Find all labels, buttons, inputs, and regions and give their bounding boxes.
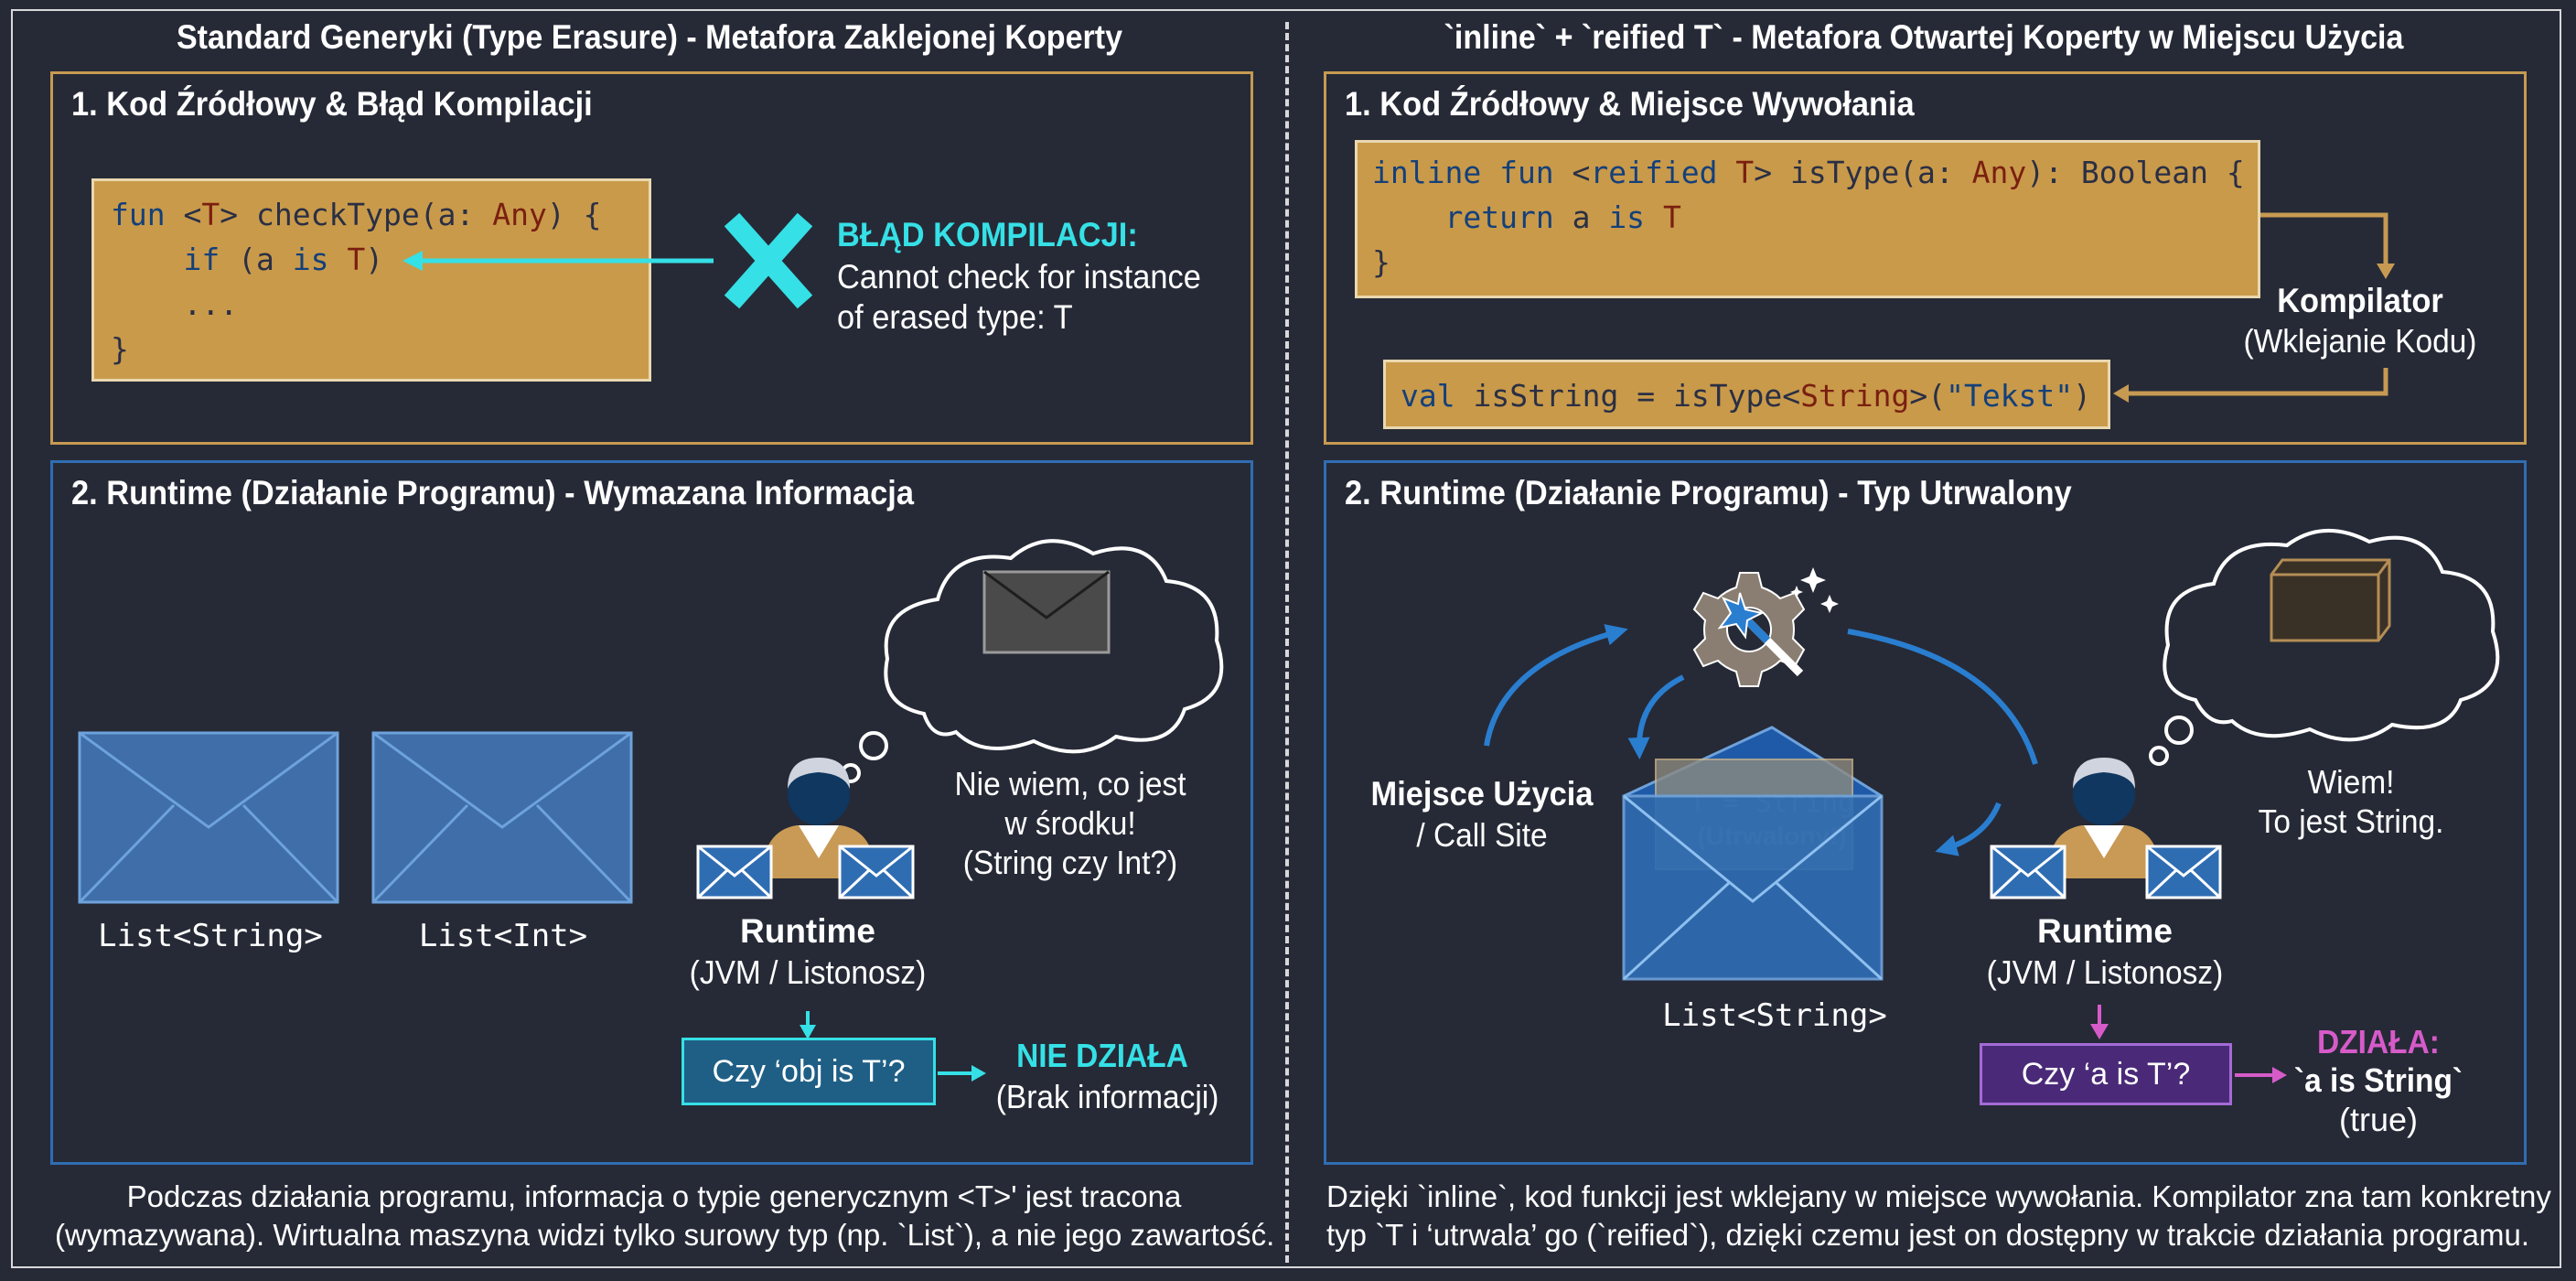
- right-check-box: Czy ‘a is T’?: [1980, 1043, 2232, 1105]
- envelope2-label: List<Int>: [418, 918, 588, 954]
- right-thought-line2: To jest String.: [2258, 802, 2444, 840]
- callsite-title: Miejsce Użycia: [1370, 775, 1594, 813]
- left-code-line-3: ...: [111, 286, 239, 322]
- error-line2: of erased type: T: [837, 298, 1073, 336]
- left-cloud-label1: List<Any>: [1001, 662, 1140, 692]
- right-envelope-caption: List<String>: [1662, 997, 1887, 1034]
- left-thought-line3: (String czy Int?): [962, 844, 1178, 881]
- right-section2-title: 2. Runtime (Działanie Programu) - Typ Ut…: [1345, 474, 2072, 511]
- right-code-line-1: inline fun <reified T> isType(a: Any): B…: [1372, 155, 2245, 190]
- right-caption: Dzięki `inline`, kod funkcji jest wkleja…: [1326, 1178, 2551, 1254]
- compiler-sub: (Wklejanie Kodu): [2243, 322, 2477, 360]
- left-caption-line1: Podczas działania programu, informacja o…: [126, 1179, 1182, 1213]
- right-code-line-3: }: [1372, 244, 1390, 280]
- left-code-line-1: fun <T> checkType(a: Any) {: [111, 197, 602, 232]
- compiler-title: Kompilator: [2277, 282, 2443, 319]
- envelope-label1: T = String: [1689, 787, 1855, 819]
- left-check-box: Czy ‘obj is T’?: [682, 1038, 936, 1105]
- right-cloud-label2: (Utrwalony!): [2256, 684, 2406, 713]
- error-line1: Cannot check for instance: [837, 258, 1201, 296]
- left-check-label: Czy ‘obj is T’?: [712, 1053, 906, 1089]
- right-result-line: `a is String`: [2293, 1061, 2463, 1099]
- right-caption-line2: typ `T i ‘utrwala’ go (`reified`), dzięk…: [1326, 1218, 2530, 1252]
- left-result-title: NIE DZIAŁA: [1016, 1037, 1188, 1074]
- error-title: BŁĄD KOMPILACJI:: [837, 216, 1138, 253]
- right-result-title: DZIAŁA:: [2317, 1023, 2440, 1060]
- left-code-block: fun <T> checkType(a: Any) { if (a is T) …: [91, 178, 651, 382]
- left-code-line-4: }: [111, 331, 129, 367]
- right-runtime-title: Runtime: [2037, 912, 2173, 950]
- left-thought-line2: w środku!: [1004, 804, 1136, 842]
- panel-divider: [1285, 22, 1289, 1263]
- right-code-block: inline fun <reified T> isType(a: Any): B…: [1355, 140, 2260, 298]
- left-section1-box: 1. Kod Źródłowy & Błąd Kompilacji: [50, 71, 1253, 445]
- right-caption-line1: Dzięki `inline`, kod funkcji jest wkleja…: [1326, 1179, 2551, 1213]
- right-section2-box: 2. Runtime (Działanie Programu) - Typ Ut…: [1324, 460, 2527, 1165]
- right-call-line-1: val isString = isType<String>("Tekst"): [1401, 378, 2092, 414]
- left-caption-line2: (wymazywana). Wirtualna maszyna widzi ty…: [55, 1218, 1275, 1252]
- right-check-label: Czy ‘a is T’?: [2021, 1056, 2191, 1092]
- left-header: Standard Generyki (Type Erasure) - Metaf…: [176, 18, 1123, 56]
- right-code-line-2: return a is T: [1444, 199, 1681, 235]
- right-section1-box: 1. Kod Źródłowy & Miejsce Wywołania: [1324, 71, 2527, 445]
- left-section2-title: 2. Runtime (Działanie Programu) - Wymaza…: [71, 474, 915, 511]
- left-section1-title: 1. Kod Źródłowy & Błąd Kompilacji: [71, 85, 593, 123]
- left-runtime-title: Runtime: [740, 912, 875, 950]
- left-thought-line1: Nie wiem, co jest: [954, 765, 1186, 802]
- right-header: `inline` + `reified T` - Metafora Otwart…: [1444, 18, 2404, 56]
- right-section1-title: 1. Kod Źródłowy & Miejsce Wywołania: [1345, 85, 1915, 123]
- callsite-sub: / Call Site: [1416, 816, 1548, 854]
- outer-frame: [11, 9, 2561, 1268]
- right-result-sub: (true): [2338, 1101, 2418, 1138]
- left-cloud-label2: (Erasure): [1014, 699, 1127, 727]
- right-thought-line1: Wiem!: [2307, 763, 2395, 801]
- right-call-line: val isString = isType<String>("Tekst"): [1383, 360, 2110, 429]
- left-runtime-sub: (JVM / Listonosz): [689, 953, 927, 991]
- right-runtime-sub: (JVM / Listonosz): [1986, 953, 2224, 991]
- left-code-line-2: if (a is T): [183, 242, 384, 277]
- left-result-sub: (Brak informacji): [995, 1078, 1219, 1115]
- envelope1-label: List<String>: [98, 918, 323, 954]
- envelope-label2: (Utrwalony!): [1697, 822, 1847, 850]
- right-cloud-label1: T = String: [2248, 650, 2414, 682]
- left-section2-box: 2. Runtime (Działanie Programu) - Wymaza…: [50, 460, 1253, 1165]
- left-caption: Podczas działania programu, informacja o…: [55, 1178, 1275, 1254]
